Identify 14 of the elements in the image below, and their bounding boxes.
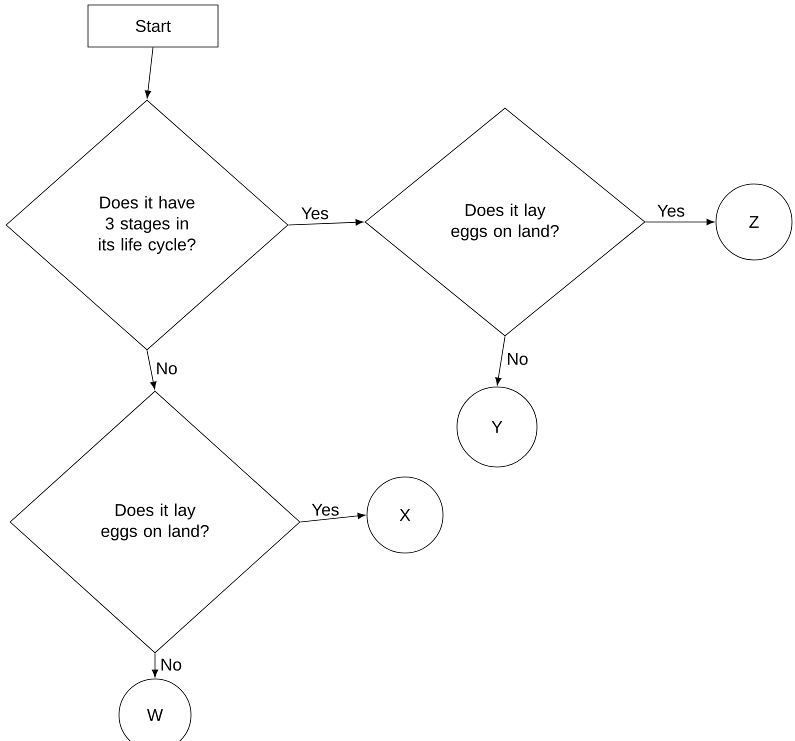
- edge-label: Yes: [300, 206, 330, 220]
- arrow: [144, 46, 154, 98]
- edge-label: No: [154, 362, 179, 376]
- edge-label: No: [506, 352, 530, 366]
- arrow: [645, 218, 714, 226]
- arrow: [300, 512, 366, 522]
- edge-label: Yes: [656, 204, 686, 218]
- edge-label: Yes: [310, 502, 340, 517]
- arrow: [152, 652, 158, 678]
- arrow: [146, 350, 156, 390]
- arrow: [495, 336, 506, 386]
- arrow: [288, 219, 364, 226]
- edge-label: No: [159, 658, 183, 672]
- start-box: Start: [88, 4, 218, 48]
